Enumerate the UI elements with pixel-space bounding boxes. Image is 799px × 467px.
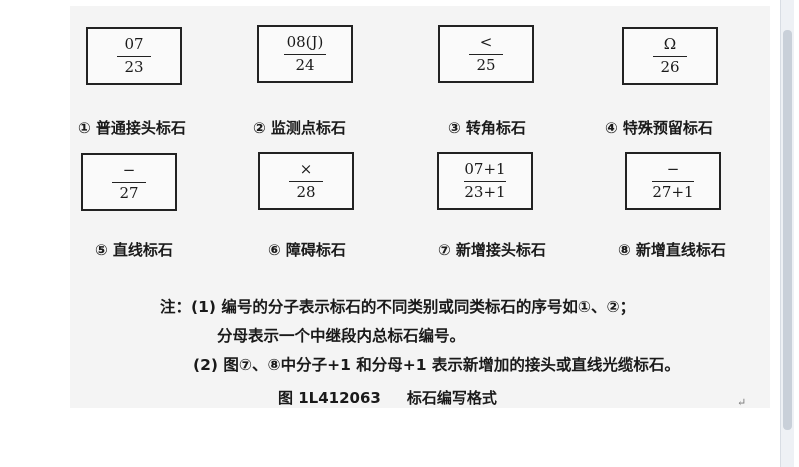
marker-box-5: − 27 [81, 153, 177, 211]
marker-box-3: < 25 [438, 25, 534, 83]
marker-6-numerator: × [299, 160, 313, 178]
marker-4-numerator: Ω [663, 35, 677, 53]
marker-3-caption: ③ 转角标石 [448, 119, 526, 137]
marker-4-caption: ④ 特殊预留标石 [605, 119, 713, 137]
fraction-bar [653, 56, 687, 57]
marker-box-8: − 27+1 [625, 152, 721, 210]
fraction-bar [464, 181, 506, 182]
figure-number: 图 1L412063 [278, 389, 381, 407]
marker-box-2: 08(J) 24 [257, 25, 353, 83]
marker-box-7: 07+1 23+1 [437, 152, 533, 210]
marker-box-1: 07 23 [86, 27, 182, 85]
fraction-bar [284, 54, 326, 55]
note-line-2: 分母表示一个中继段内总标石编号。 [217, 327, 466, 345]
marker-box-4: Ω 26 [622, 27, 718, 85]
note-line-1: 注：(1) 编号的分子表示标石的不同类别或同类标石的序号如①、②； [160, 298, 636, 316]
fraction-bar [652, 181, 694, 182]
figure-caption: 图 1L412063 标石编写格式 [278, 387, 497, 408]
marker-5-denominator: 27 [119, 184, 139, 202]
marker-6-caption: ⑥ 障碍标石 [268, 241, 346, 259]
marker-3-numerator: < [479, 33, 493, 51]
marker-5-numerator: − [122, 161, 136, 179]
marker-8-caption: ⑧ 新增直线标石 [618, 241, 726, 259]
note-line-3: (2) 图⑦、⑧中分子+1 和分母+1 表示新增加的接头或直线光缆标石。 [193, 356, 680, 374]
marker-2-caption: ② 监测点标石 [253, 119, 346, 137]
fraction-bar [469, 54, 503, 55]
marker-1-numerator: 07 [124, 35, 144, 53]
marker-6-denominator: 28 [296, 183, 316, 201]
fraction-bar [117, 56, 151, 57]
vertical-scrollbar[interactable] [780, 0, 794, 467]
marker-7-numerator: 07+1 [464, 160, 506, 178]
marker-7-denominator: 23+1 [464, 183, 506, 201]
marker-3-denominator: 25 [476, 56, 496, 74]
marker-8-numerator: − [666, 160, 680, 178]
marker-2-denominator: 24 [295, 56, 315, 74]
scrollbar-thumb[interactable] [783, 30, 792, 430]
marker-8-denominator: 27+1 [652, 183, 694, 201]
marker-4-denominator: 26 [660, 58, 680, 76]
marker-5-caption: ⑤ 直线标石 [95, 241, 173, 259]
marker-box-6: × 28 [258, 152, 354, 210]
marker-1-caption: ① 普通接头标石 [78, 119, 186, 137]
fraction-bar [112, 182, 146, 183]
marker-1-denominator: 23 [124, 58, 144, 76]
fraction-bar [289, 181, 323, 182]
figure-title: 标石编写格式 [406, 389, 497, 407]
paragraph-mark-icon: ↵ [737, 396, 747, 409]
marker-2-numerator: 08(J) [286, 33, 324, 51]
marker-7-caption: ⑦ 新增接头标石 [438, 241, 546, 259]
